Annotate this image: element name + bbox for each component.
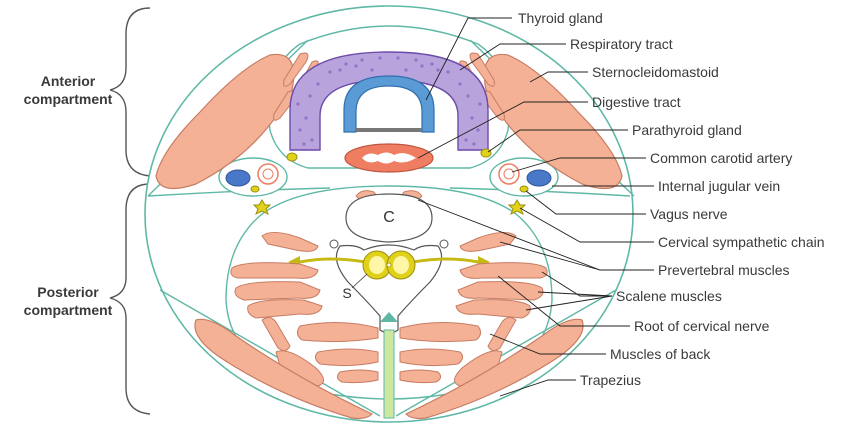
- trachealis: [356, 128, 422, 132]
- posterior-label-line2: compartment: [24, 302, 113, 318]
- label-parathyroid-gland: Parathyroid gland: [632, 122, 742, 138]
- common-carotid-artery-left-lumen: [263, 169, 273, 179]
- label-cervical-sympathetic-chain: Cervical sympathetic chain: [658, 234, 825, 250]
- label-vagus-nerve: Vagus nerve: [650, 206, 728, 222]
- transverse-foramen-right: [440, 240, 448, 248]
- label-thyroid-gland: Thyroid gland: [518, 10, 603, 26]
- anterior-label-line2: compartment: [24, 91, 113, 107]
- spinal-cord-letter: S: [342, 285, 351, 301]
- vagus-nerve-left: [251, 186, 259, 192]
- label-prevertebral-muscles: Prevertebral muscles: [658, 262, 790, 278]
- anterior-brace: [110, 8, 150, 176]
- common-carotid-artery-right-lumen: [504, 169, 514, 179]
- label-common-carotid-artery: Common carotid artery: [650, 150, 792, 166]
- internal-jugular-vein-left: [226, 170, 250, 186]
- label-trapezius: Trapezius: [580, 372, 641, 388]
- vertebral-body-letter: C: [383, 209, 395, 226]
- parathyroid-left: [287, 153, 297, 161]
- label-internal-jugular-vein: Internal jugular vein: [658, 178, 780, 194]
- nuchal-ligament: [384, 330, 394, 418]
- transverse-foramen-left: [330, 240, 338, 248]
- label-respiratory-tract: Respiratory tract: [570, 36, 673, 52]
- label-scalene-muscles: Scalene muscles: [616, 288, 722, 304]
- internal-jugular-vein-right: [527, 170, 551, 186]
- label-digestive-tract: Digestive tract: [592, 94, 681, 110]
- posterior-brace: [110, 184, 150, 414]
- label-muscles-of-back: Muscles of back: [610, 346, 711, 362]
- anterior-label-line1: Anterior: [41, 73, 96, 89]
- label-root-of-cervical-nerve: Root of cervical nerve: [634, 318, 770, 334]
- parathyroid-right: [481, 149, 491, 157]
- label-sternocleidomastoid: Sternocleidomastoid: [592, 64, 719, 80]
- posterior-label-line1: Posterior: [37, 284, 99, 300]
